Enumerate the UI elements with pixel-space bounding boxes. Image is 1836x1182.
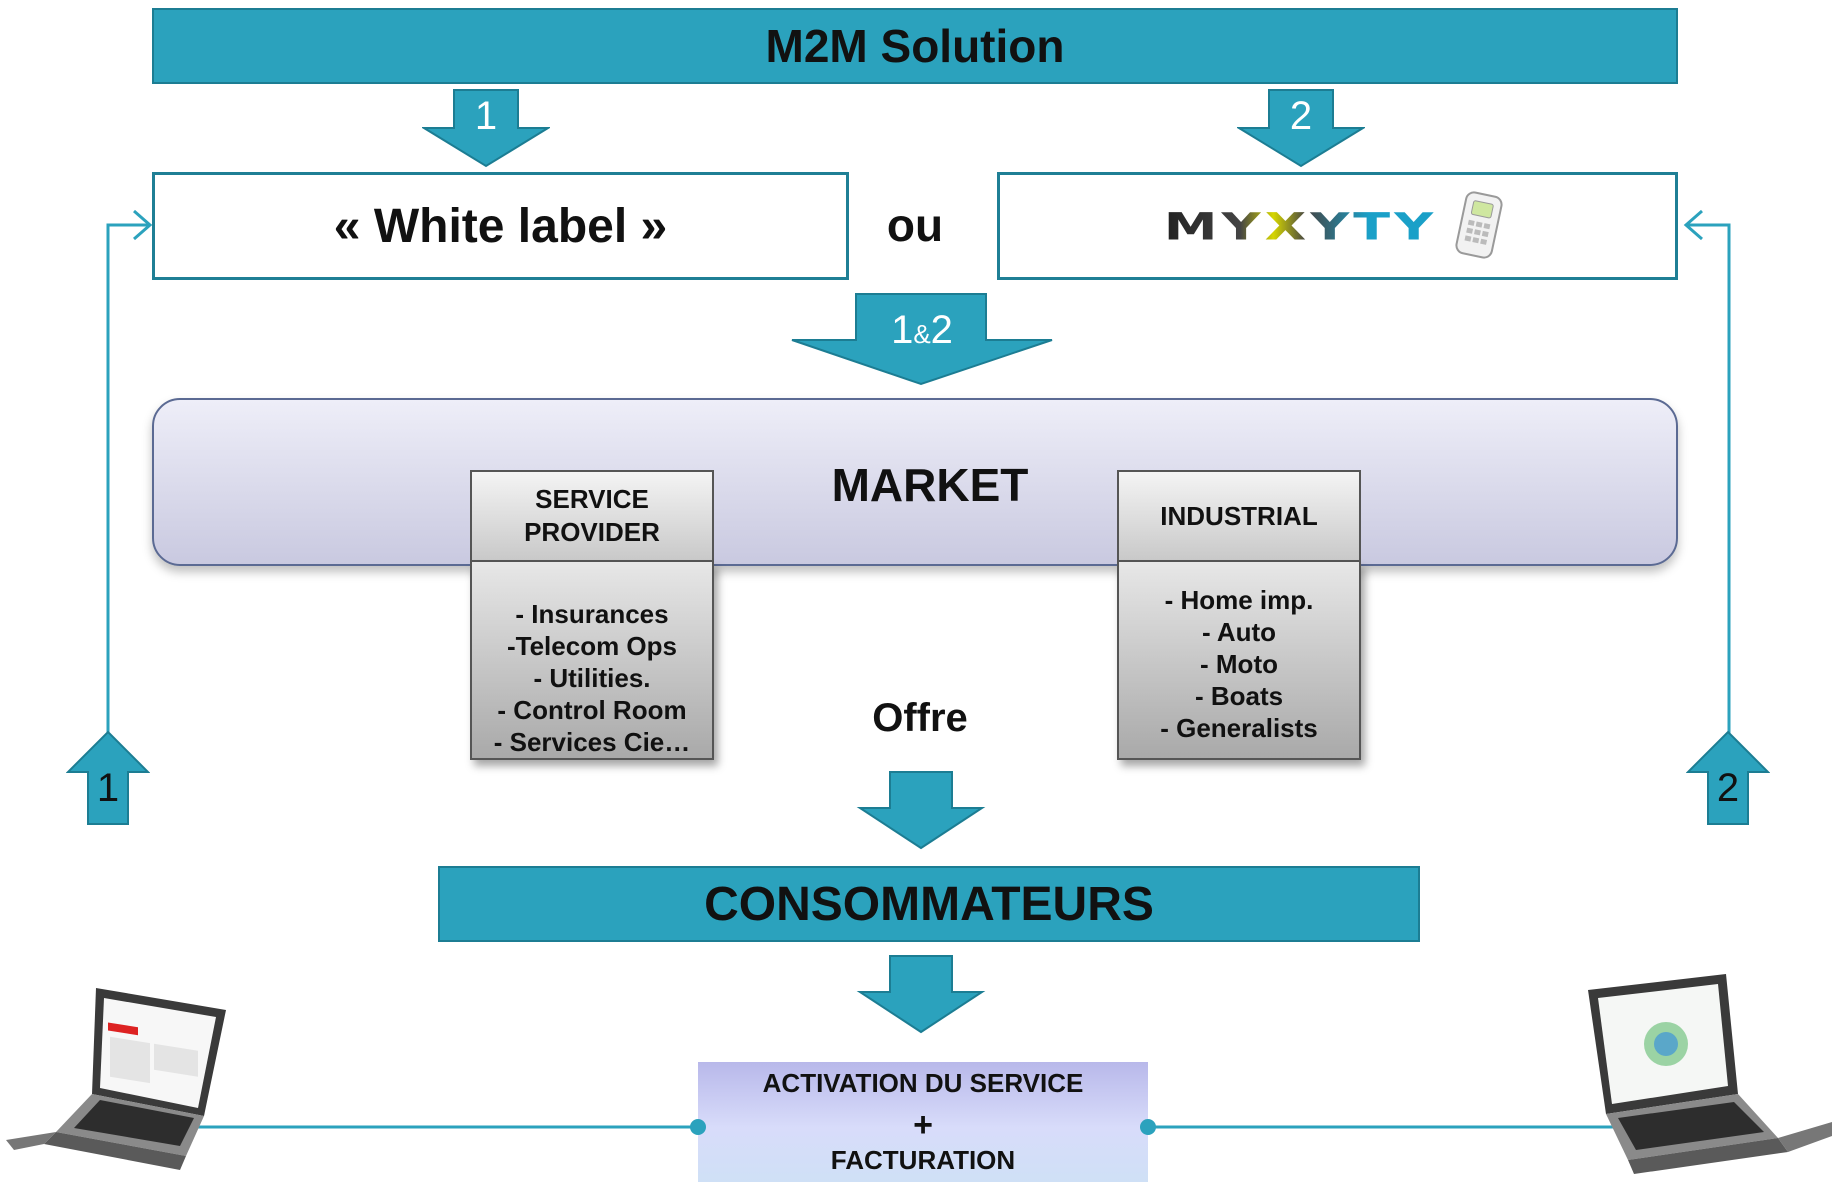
- left-arrow-label: 1: [96, 766, 120, 810]
- consumers-bar: CONSOMMATEURS: [438, 866, 1420, 942]
- activation-line2: FACTURATION: [830, 1145, 1016, 1175]
- up-arrow-icon: [1685, 730, 1771, 825]
- down-arrow-icon: [791, 293, 1053, 386]
- right-arrow-label: 2: [1716, 766, 1740, 810]
- arrow-option-2: 2: [1235, 88, 1367, 168]
- list-item: -Telecom Ops: [506, 631, 677, 661]
- activation-box: ACTIVATION DU SERVICE + FACTURATION: [698, 1062, 1148, 1182]
- mobile-phone-icon: [1455, 191, 1503, 259]
- plus-icon: +: [913, 1106, 933, 1144]
- activation-line1: ACTIVATION DU SERVICE: [762, 1068, 1084, 1098]
- down-arrow-icon: [420, 89, 552, 168]
- myxyty-box: MYXYTY: [997, 172, 1678, 280]
- offre-label: Offre: [872, 696, 968, 740]
- list-item: - Insurances: [515, 599, 669, 629]
- white-label-text: « White label »: [333, 199, 668, 253]
- left-up-arrow: 1: [65, 730, 151, 826]
- market-title: MARKET: [831, 459, 1029, 511]
- service-provider-list: - Insurances -Telecom Ops - Utilities. -…: [470, 562, 714, 760]
- list-item: - Services Cie…: [493, 727, 691, 757]
- list-item: - Control Room: [497, 695, 687, 725]
- arrow-to-activation: [856, 955, 986, 1034]
- list-item: - Home imp.: [1164, 585, 1314, 615]
- list-item: - Auto: [1201, 617, 1277, 647]
- laptop-left-image: [6, 988, 226, 1170]
- arrow-merge-label: 1&2: [891, 308, 953, 352]
- list-item: - Utilities.: [533, 663, 651, 693]
- list-item: - Generalists: [1160, 713, 1318, 743]
- arrow-option-1: 1: [420, 88, 552, 168]
- myxyty-logo: MYXYTY: [1164, 190, 1512, 262]
- up-arrow-icon: [65, 730, 151, 825]
- arrow-1-label: 1: [474, 94, 498, 138]
- header-bar: M2M Solution: [152, 8, 1678, 84]
- down-arrow-icon: [1235, 89, 1367, 168]
- connector-dot-left: [690, 1119, 706, 1135]
- arrow-merge: 1&2: [788, 292, 1056, 386]
- laptop-right-image: [1588, 974, 1832, 1174]
- market-panel: [152, 398, 1678, 566]
- industrial-heading: INDUSTRIAL: [1117, 470, 1361, 562]
- industrial-list: - Home imp. - Auto - Moto - Boats - Gene…: [1117, 562, 1361, 760]
- list-item: - Moto: [1200, 649, 1278, 679]
- consumers-title: CONSOMMATEURS: [704, 877, 1154, 931]
- right-up-arrow: 2: [1685, 730, 1771, 826]
- arrow-2-label: 2: [1289, 94, 1313, 138]
- arrow-to-consumers: [856, 771, 986, 850]
- header-title: M2M Solution: [765, 20, 1065, 72]
- service-provider-heading: SERVICE PROVIDER: [470, 470, 714, 562]
- connector-dot-right: [1140, 1119, 1156, 1135]
- list-item: - Boats: [1194, 681, 1284, 711]
- or-label: ou: [886, 199, 944, 251]
- white-label-box: « White label »: [152, 172, 849, 280]
